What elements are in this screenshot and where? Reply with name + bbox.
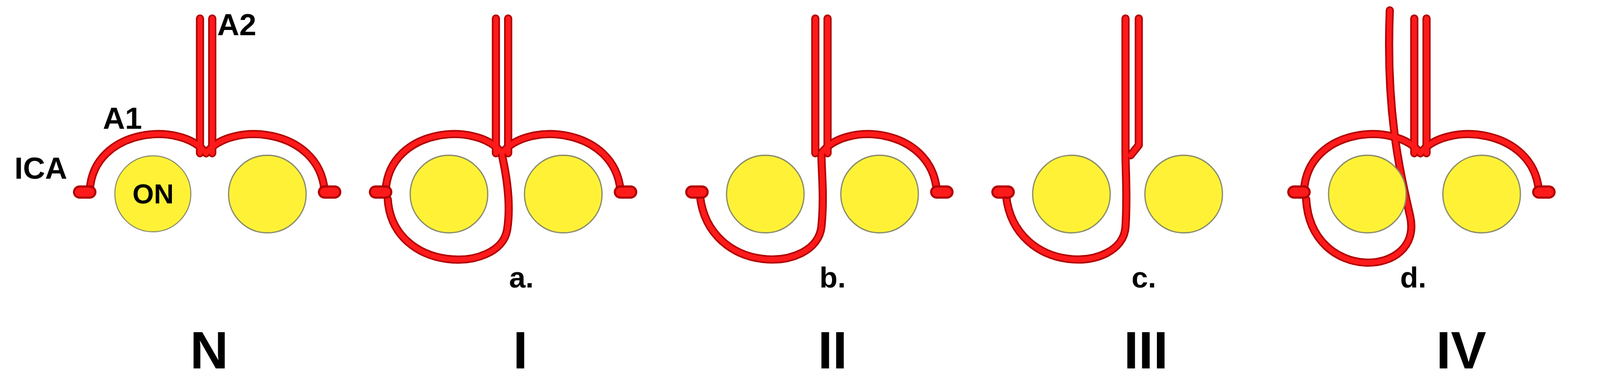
panel-numeral: IV	[1436, 323, 1486, 377]
optic-nerve-circle: ON	[114, 155, 192, 233]
circle-shape	[115, 156, 192, 233]
panel-letter: a.	[509, 262, 535, 293]
artery-label: ICA	[14, 152, 68, 184]
panel-numeral: I	[513, 323, 528, 377]
artery-label: A1	[103, 103, 142, 134]
panel-numeral: III	[1123, 323, 1168, 377]
panel-normal	[79, 18, 335, 233]
panel-numeral: N	[190, 323, 229, 377]
artery-label: A2	[217, 8, 256, 40]
panel-letter: b.	[819, 262, 846, 293]
panel-letter: d.	[1400, 262, 1427, 293]
panel-letter: c.	[1131, 262, 1157, 293]
panel-numeral: II	[817, 323, 848, 377]
panel-type-iv	[1294, 10, 1550, 263]
panel-type-i	[375, 18, 631, 260]
panel-type-iii	[998, 18, 1223, 260]
node-label: ON	[132, 180, 174, 208]
panel-type-ii	[691, 18, 947, 260]
